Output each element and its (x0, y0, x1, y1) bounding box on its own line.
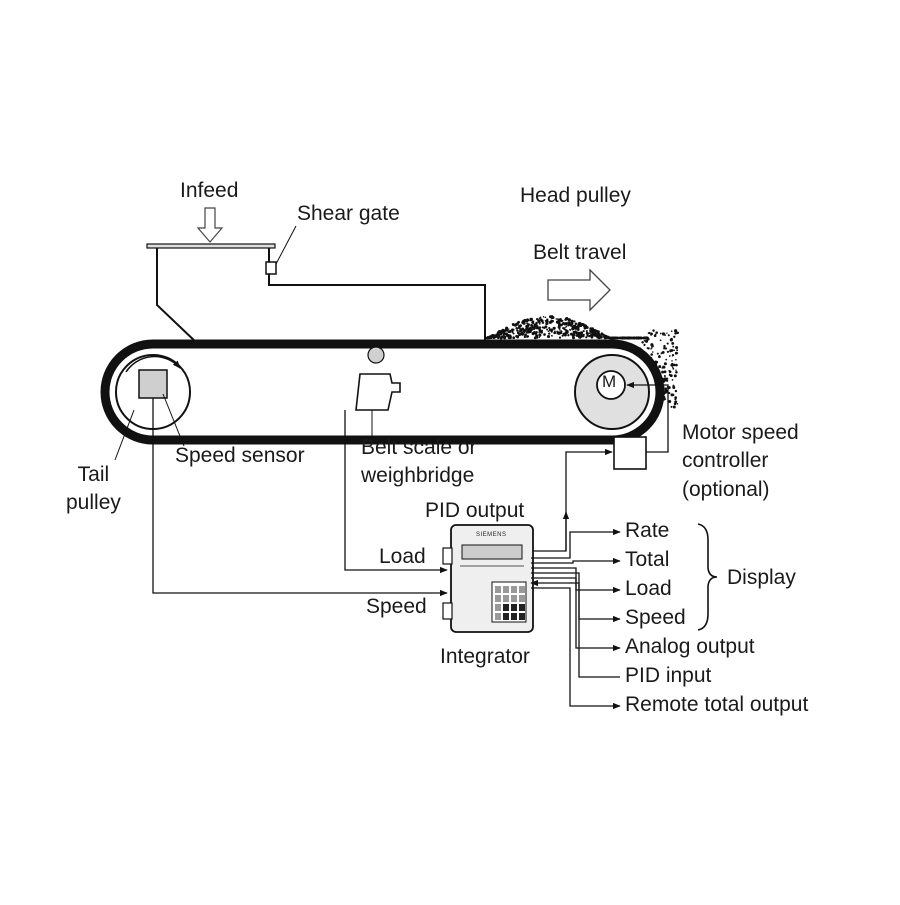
display-label: Display (727, 566, 796, 589)
speed-input-label: Speed (366, 595, 427, 618)
output-line-pid-input (530, 579, 620, 678)
keypad-key (495, 586, 501, 593)
keypad-key (519, 604, 525, 611)
shear-gate (265, 261, 277, 275)
output-lines (530, 528, 621, 710)
head-pulley-label: Head pulley (520, 184, 631, 207)
keypad-key (511, 586, 517, 593)
speed-sensor-leader (162, 393, 185, 447)
integrator-unit (442, 524, 534, 633)
rotation-arrow-icon (125, 355, 181, 373)
infeed-arrow-icon (196, 207, 224, 243)
brand-logo: SIEMENS (476, 532, 507, 538)
tail-pulley-leader (114, 409, 135, 461)
display-brace (697, 523, 718, 631)
belt-travel-arrow-icon (547, 268, 611, 312)
output-line-remote-total-output (531, 587, 621, 710)
motor-symbol: M (602, 372, 617, 391)
motor-speed-controller-label: Motor speed controller (optional) (682, 421, 799, 501)
pid-output-label: PID output (425, 499, 525, 522)
belt-travel-label: Belt travel (533, 241, 627, 264)
keypad-key (503, 586, 509, 593)
keypad-key (511, 613, 517, 620)
keypad-key (511, 604, 517, 611)
motor-speed-controller (613, 436, 647, 470)
motor-icon (596, 370, 626, 400)
idler-roller (367, 346, 385, 364)
keypad-keys (495, 586, 525, 620)
keypad-key (511, 595, 517, 602)
load-input-label: Load (379, 545, 426, 568)
belt-scale-label: Belt scale or weighbridge (361, 436, 477, 488)
keypad-key (495, 595, 501, 602)
keypad-key (503, 595, 509, 602)
bulk-material (485, 315, 680, 409)
tail-pulley-label: Tail pulley (66, 463, 121, 515)
speed-sensor-label: Speed sensor (175, 444, 305, 467)
output-label-load: Load (625, 577, 672, 600)
output-label-pid-input: PID input (625, 664, 712, 687)
output-label-remote-total-output: Remote total output (625, 693, 809, 716)
shear-gate-leader (275, 225, 297, 265)
output-label-total: Total (625, 548, 670, 571)
output-label-analog-output: Analog output (625, 635, 755, 658)
conveyor-belt (100, 339, 665, 445)
output-line-rate (531, 528, 621, 559)
keypad-key (503, 604, 509, 611)
keypad-key (519, 613, 525, 620)
keypad-key (503, 613, 509, 620)
output-line-total (531, 557, 621, 565)
integrator-screen (461, 544, 523, 560)
load-signal-line (344, 410, 448, 574)
hopper-top-plate (146, 243, 276, 249)
keypad-key (519, 586, 525, 593)
belt-scale (355, 373, 401, 411)
pid-output-line (531, 448, 613, 552)
keypad-key (519, 595, 525, 602)
output-line-analog-output (531, 577, 621, 652)
controller-to-motor-line (626, 381, 669, 453)
speed-sensor (138, 369, 168, 399)
keypad-key (495, 613, 501, 620)
output-label-rate: Rate (625, 519, 670, 542)
infeed-label: Infeed (180, 179, 239, 202)
shear-gate-label: Shear gate (297, 202, 400, 225)
output-label-speed: Speed (625, 606, 686, 629)
keypad-key (495, 604, 501, 611)
speed-signal-line (152, 398, 448, 597)
integrator-label: Integrator (440, 645, 530, 668)
hopper-skirt (156, 248, 486, 345)
